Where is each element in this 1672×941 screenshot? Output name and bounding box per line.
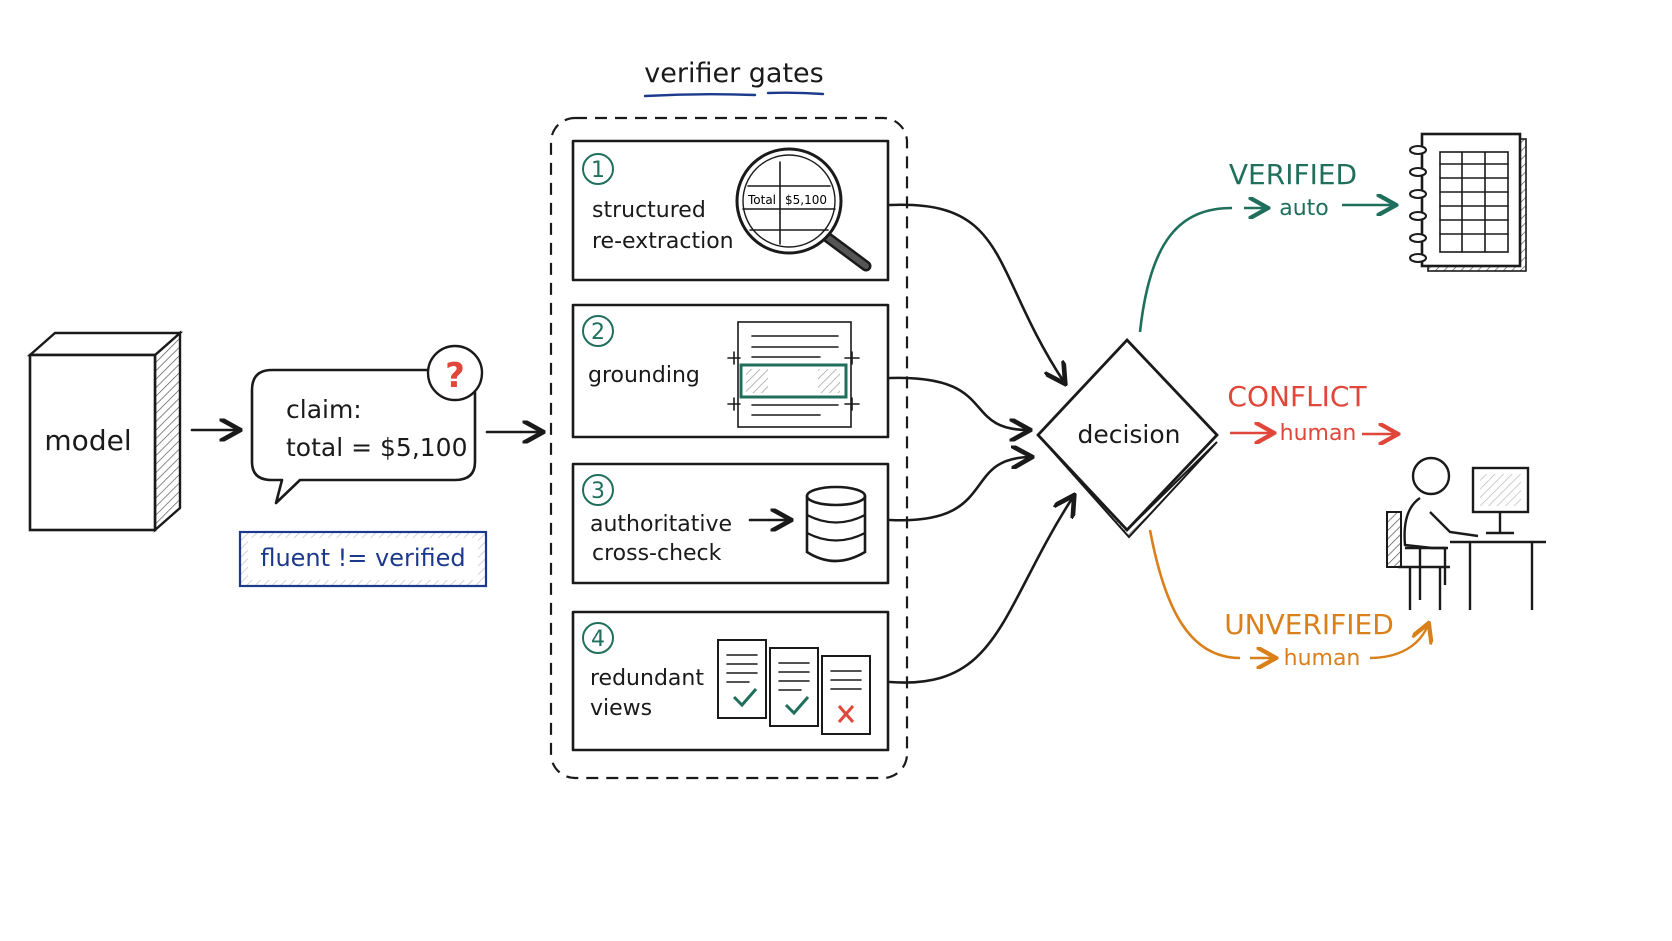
gate-1-number: 1 [591, 158, 605, 183]
check-icon-2 [784, 696, 810, 716]
magnifier-table-icon: Total $5,100 [735, 147, 872, 272]
ledger-icon [1409, 132, 1527, 272]
verified-curve [1138, 206, 1233, 333]
gate-1-label-2: re-extraction [592, 229, 734, 254]
database-icon [805, 485, 867, 563]
question-badge [426, 344, 484, 402]
table-cell-total: Total [747, 193, 776, 207]
gate-4-label-2: views [590, 696, 652, 721]
gate-3-number-circle [582, 474, 614, 506]
gate-4-number: 4 [591, 627, 605, 652]
gate-2-number: 2 [591, 320, 605, 345]
arrow-gate2-to-decision [888, 376, 1028, 430]
arrow-gate1-to-decision [888, 203, 1064, 382]
verified-label: VERIFIED [1229, 158, 1357, 191]
gates-container [549, 116, 909, 780]
document-highlight-icon [727, 321, 860, 428]
claim-line-1: claim: [286, 395, 362, 424]
gate-3-number: 3 [591, 479, 605, 504]
outcome-unverified: UNVERIFIED human [1148, 529, 1428, 671]
gate-1-label-1: structured [592, 198, 706, 223]
model-label: model [44, 424, 131, 457]
gates-title: verifier gates [644, 58, 823, 89]
check-icon-1 [732, 688, 758, 708]
unverified-route: human [1284, 646, 1361, 671]
gate-2-label-1: grounding [588, 363, 700, 388]
conflict-route: human [1280, 421, 1357, 446]
gate-4-label-1: redundant [590, 666, 704, 691]
gate-redundant-views: 4 redundant views [571, 610, 890, 752]
documents-check-icon [717, 639, 871, 735]
outcome-verified: VERIFIED auto [1138, 132, 1527, 333]
arrow-gate3-to-decision [888, 457, 1030, 522]
conflict-label: CONFLICT [1227, 380, 1367, 413]
model-block: model [26, 330, 184, 533]
table-cell-value: $5,100 [785, 193, 827, 207]
gate-1-number-circle [582, 153, 614, 185]
verified-route: auto [1279, 196, 1329, 221]
question-icon: ? [445, 356, 465, 396]
decision-label: decision [1077, 420, 1180, 449]
fluent-note-text: fluent != verified [260, 544, 465, 572]
fluent-note: fluent != verified [238, 530, 488, 588]
human-reviewer-icon [1386, 456, 1546, 610]
gate-structured-re-extraction: 1 structured re-extraction Total $5,100 [571, 139, 890, 282]
unverified-label: UNVERIFIED [1224, 608, 1394, 641]
gate-3-label-2: cross-check [592, 541, 722, 566]
gates-title-underline [643, 91, 825, 98]
arrow-gate4-to-decision [888, 497, 1073, 684]
gate-authoritative-cross-check: 3 authoritative cross-check [571, 462, 890, 585]
gate-4-number-circle [582, 622, 614, 654]
gate-grounding: 2 grounding [571, 303, 890, 439]
outcome-conflict: CONFLICT human [1227, 380, 1396, 446]
claim-bubble: claim: total = $5,100 ? [250, 344, 484, 505]
x-icon [837, 705, 855, 723]
gate-3-label-1: authoritative [590, 512, 732, 537]
gate-2-number-circle [582, 315, 614, 347]
decision-node: decision [1036, 337, 1219, 539]
unverified-arrow-2 [1369, 625, 1428, 660]
claim-line-2: total = $5,100 [286, 433, 467, 462]
unverified-curve [1148, 529, 1241, 660]
